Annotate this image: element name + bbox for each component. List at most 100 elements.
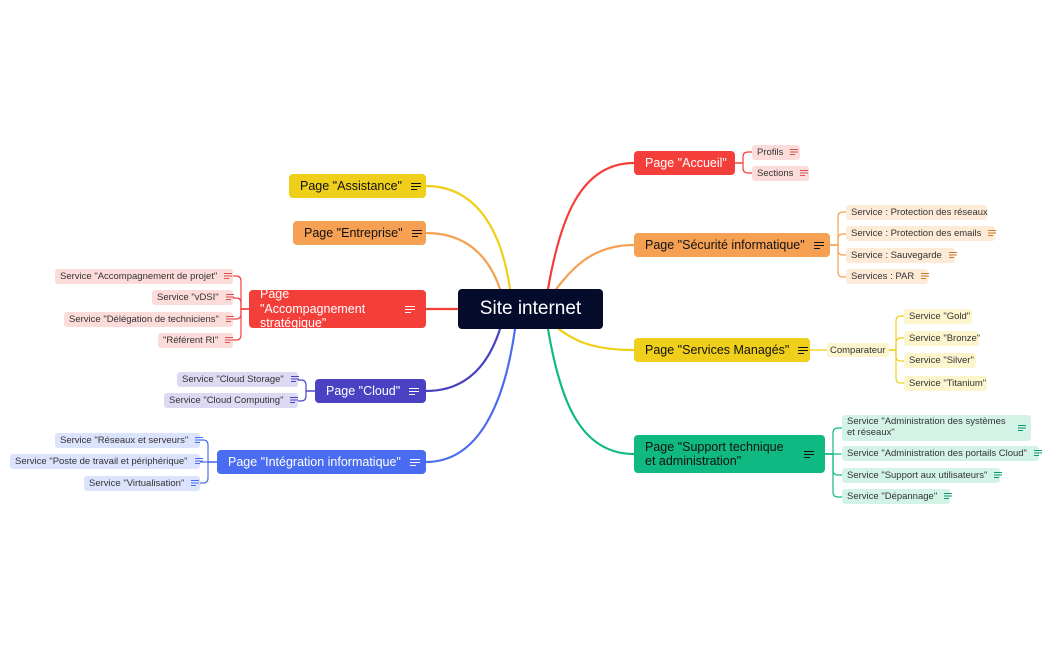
edge-accueil-child-0 bbox=[734, 151, 760, 164]
edge-comparateur-child-0 bbox=[888, 315, 911, 351]
subtopic-label: Sections bbox=[757, 168, 794, 179]
subtopic-label: Service "Titanium" bbox=[909, 378, 987, 389]
topic-page-integration-informatique[interactable]: Page "Intégration informatique" bbox=[217, 450, 426, 474]
note-icon bbox=[988, 230, 997, 237]
subtopic-label: Service "Délégation de techniciens" bbox=[69, 314, 219, 325]
subtopic-titanium[interactable]: Service "Titanium" bbox=[904, 376, 987, 391]
subtopic-admin-systemes-reseaux[interactable]: Service "Administration des systèmes et … bbox=[842, 415, 1031, 441]
subtopic-depannage[interactable]: Service "Dépannage" bbox=[842, 489, 953, 504]
subtopic-label: Service "Gold" bbox=[909, 311, 971, 322]
note-icon bbox=[224, 273, 233, 280]
subtopic-virtualisation[interactable]: Service "Virtualisation" bbox=[84, 476, 200, 491]
edge-integration-child-2 bbox=[189, 461, 218, 484]
edge-root-entreprise bbox=[424, 231, 502, 291]
subtopic-label: "Référent RI" bbox=[163, 335, 219, 346]
subtopic-label: Service "Silver" bbox=[909, 355, 974, 366]
subtopic-gold[interactable]: Service "Gold" bbox=[904, 309, 972, 324]
edge-accompagnement-child-3 bbox=[224, 308, 250, 341]
connector-comparateur[interactable]: Comparateur bbox=[827, 343, 889, 357]
root-topic[interactable]: Site internet bbox=[458, 289, 603, 329]
subtopic-label: Service : Sauvegarde bbox=[851, 250, 942, 261]
topic-label: Page "Cloud" bbox=[326, 384, 401, 398]
topic-page-assistance[interactable]: Page "Assistance" bbox=[289, 174, 426, 198]
note-icon bbox=[290, 376, 299, 383]
subtopic-poste-travail[interactable]: Service "Poste de travail et périphériqu… bbox=[10, 454, 203, 469]
note-icon bbox=[948, 252, 957, 259]
edge-integration-child-0 bbox=[189, 439, 218, 463]
note-icon bbox=[800, 170, 809, 177]
topic-page-securite-informatique[interactable]: Page "Sécurité informatique" bbox=[634, 233, 830, 257]
subtopic-label: Service "Accompagnement de projet" bbox=[60, 271, 218, 282]
edge-securite-child-1 bbox=[829, 233, 855, 246]
subtopic-label: Service "Poste de travail et périphériqu… bbox=[15, 456, 188, 467]
subtopic-support-utilisateurs[interactable]: Service "Support aux utilisateurs" bbox=[842, 468, 1003, 483]
topic-label: Page "Sécurité informatique" bbox=[645, 238, 805, 252]
subtopic-par[interactable]: Services : PAR bbox=[846, 269, 930, 284]
topic-page-support-technique[interactable]: Page "Support technique et administratio… bbox=[634, 435, 825, 473]
subtopic-protection-emails[interactable]: Service : Protection des emails bbox=[846, 226, 997, 241]
topic-label: Page "Accueil" bbox=[645, 156, 727, 170]
note-icon bbox=[994, 472, 1003, 479]
topic-page-cloud[interactable]: Page "Cloud" bbox=[315, 379, 426, 403]
subtopic-bronze[interactable]: Service "Bronze" bbox=[904, 331, 981, 346]
note-icon bbox=[411, 229, 422, 238]
note-icon bbox=[813, 241, 824, 250]
edge-securite-child-3 bbox=[829, 244, 855, 278]
topic-label: Page "Intégration informatique" bbox=[228, 455, 401, 469]
edge-comparateur-child-1 bbox=[888, 337, 911, 351]
subtopic-label: Service "Bronze" bbox=[909, 333, 981, 344]
topic-label: Page "Assistance" bbox=[300, 179, 402, 193]
subtopic-label: Services : PAR bbox=[851, 271, 915, 282]
subtopic-label: Service "Support aux utilisateurs" bbox=[847, 470, 988, 481]
subtopic-sections[interactable]: Sections bbox=[752, 166, 809, 181]
subtopic-accompagnement-projet[interactable]: Service "Accompagnement de projet" bbox=[55, 269, 233, 284]
edge-root-integration bbox=[424, 327, 517, 464]
note-icon bbox=[1018, 424, 1026, 432]
subtopic-admin-portails-cloud[interactable]: Service "Administration des portails Clo… bbox=[842, 446, 1042, 461]
topic-page-services-manages[interactable]: Page "Services Managés" bbox=[634, 338, 810, 362]
topic-label: Page "Services Managés" bbox=[645, 343, 790, 357]
subtopic-profils[interactable]: Profils bbox=[752, 145, 800, 160]
subtopic-cloud-computing[interactable]: Service "Cloud Computing" bbox=[164, 393, 299, 408]
note-icon bbox=[290, 397, 299, 404]
edge-accompagnement-child-1 bbox=[224, 297, 250, 310]
topic-page-entreprise[interactable]: Page "Entreprise" bbox=[293, 221, 426, 245]
note-icon bbox=[405, 305, 415, 314]
subtopic-silver[interactable]: Service "Silver" bbox=[904, 353, 976, 368]
note-icon bbox=[225, 316, 234, 323]
edge-cloud-child-1 bbox=[287, 390, 316, 402]
topic-label: Page "Accompagnement stratégique" bbox=[260, 287, 366, 331]
subtopic-delegation-techniciens[interactable]: Service "Délégation de techniciens" bbox=[64, 312, 234, 327]
subtopic-label: Service "Cloud Computing" bbox=[169, 395, 284, 406]
subtopic-label: Service "Cloud Storage" bbox=[182, 374, 284, 385]
note-icon bbox=[1033, 450, 1042, 457]
subtopic-reseaux-serveurs[interactable]: Service "Réseaux et serveurs" bbox=[55, 433, 204, 448]
topic-label: Page "Entreprise" bbox=[304, 226, 403, 240]
edge-root-cloud bbox=[424, 327, 502, 393]
note-icon bbox=[225, 337, 234, 344]
root-label: Site internet bbox=[479, 298, 582, 319]
subtopic-cloud-storage[interactable]: Service "Cloud Storage" bbox=[177, 372, 299, 387]
topic-page-accompagnement-strategique[interactable]: Page "Accompagnement stratégique" bbox=[249, 287, 426, 331]
subtopic-referent-ri[interactable]: "Référent RI" bbox=[158, 333, 234, 348]
subtopic-label: Service "Administration des portails Clo… bbox=[847, 448, 1027, 459]
note-icon bbox=[410, 182, 421, 191]
edge-support-child-3 bbox=[824, 453, 850, 498]
edge-cloud-child-0 bbox=[287, 379, 316, 392]
subtopic-protection-reseaux[interactable]: Service : Protection des réseaux bbox=[846, 205, 988, 220]
note-icon bbox=[225, 294, 234, 301]
subtopic-sauvegarde[interactable]: Service : Sauvegarde bbox=[846, 248, 957, 263]
subtopic-label: Service "Réseaux et serveurs" bbox=[60, 435, 189, 446]
topic-label: Page "Support technique et administratio… bbox=[645, 439, 784, 468]
note-icon bbox=[790, 149, 799, 156]
edge-root-accueil bbox=[546, 161, 636, 291]
edge-accueil-child-1 bbox=[734, 162, 760, 174]
note-icon bbox=[944, 493, 953, 500]
subtopic-vdsi[interactable]: Service "vDSI" bbox=[152, 290, 234, 305]
subtopic-label: Profils bbox=[757, 147, 784, 158]
note-icon bbox=[195, 437, 204, 444]
edge-comparateur-child-3 bbox=[888, 349, 911, 384]
topic-page-accueil[interactable]: Page "Accueil" bbox=[634, 151, 735, 175]
edge-root-support bbox=[546, 327, 636, 456]
